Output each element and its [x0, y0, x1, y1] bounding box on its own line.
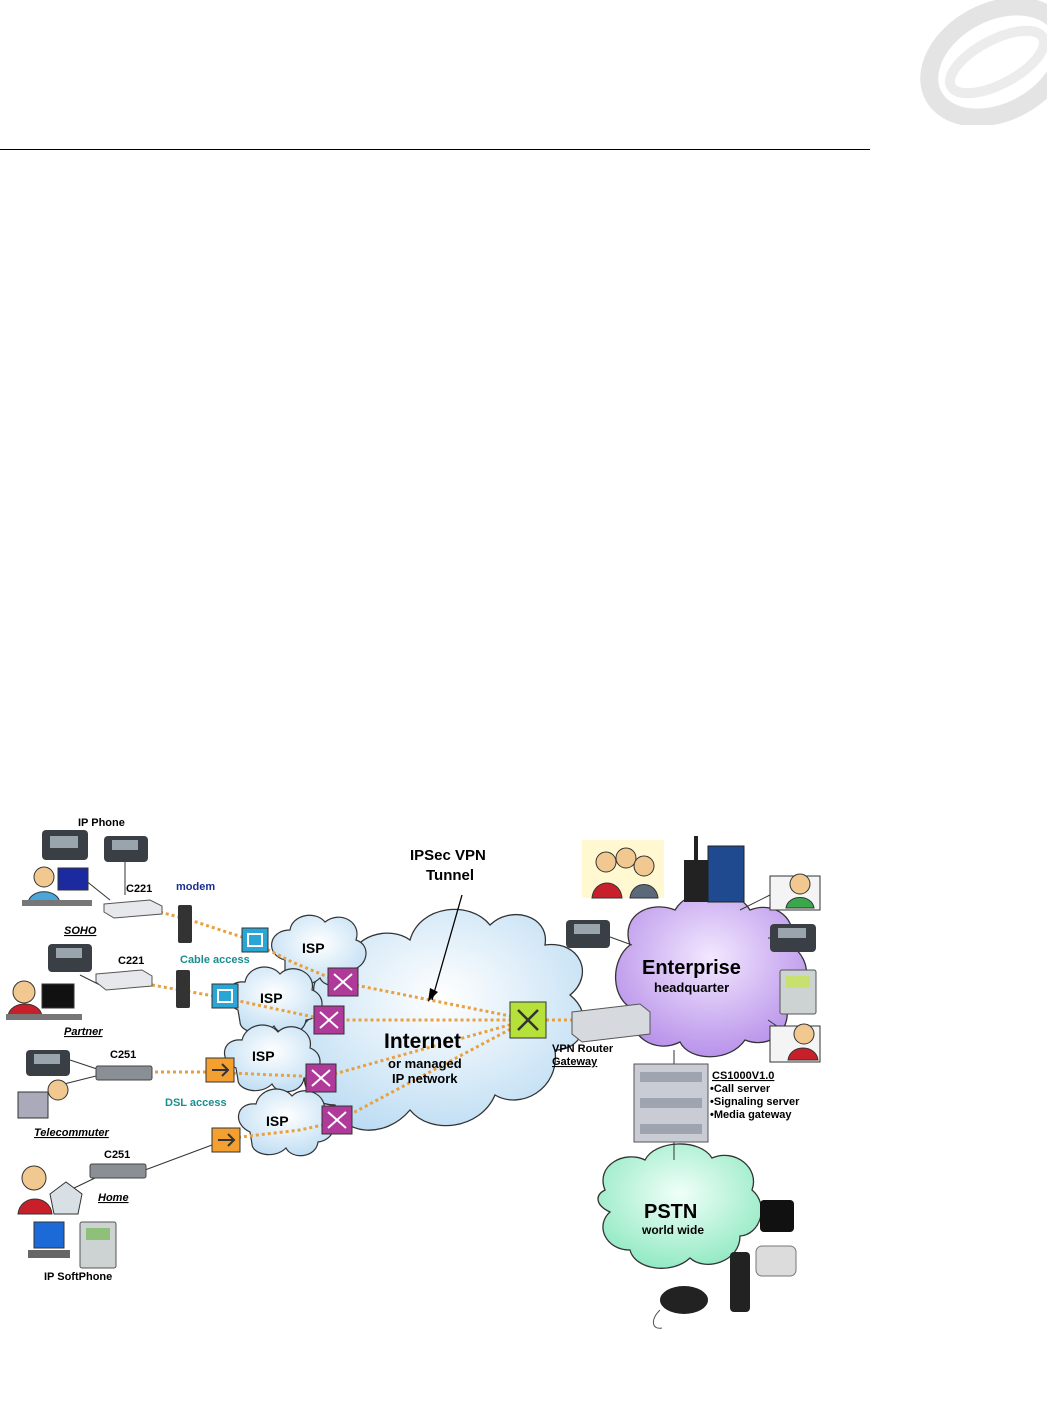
label-isp-4: ISP: [266, 1113, 289, 1129]
modem-icon: [176, 970, 190, 1008]
ip-phone-icon: [26, 1050, 70, 1076]
dsl-access-icon: [205, 1057, 235, 1083]
label-vpn-router-1: VPN Router: [552, 1043, 614, 1055]
label-enterprise-sub: headquarter: [654, 980, 729, 995]
label-soho: SOHO: [64, 925, 97, 937]
ip-phone-icon: [104, 836, 148, 862]
ip-phone-icon: [42, 830, 88, 860]
globe-logo-icon: [920, 0, 1047, 125]
label-cs1000: CS1000V1.0: [712, 1070, 774, 1082]
label-enterprise: Enterprise: [642, 957, 741, 979]
label-cable-access: Cable access: [180, 954, 250, 966]
label-home: Home: [98, 1192, 129, 1204]
isp-cloud-3: [224, 1024, 321, 1093]
cs1000-server-icon: [633, 1063, 709, 1143]
agent-headset-icon: [769, 1023, 821, 1063]
cordless-phone-icon: [730, 1252, 750, 1312]
network-diagram: IP Phone C221 modem SOHO Cable access C2…: [6, 817, 821, 1329]
label-c251-low: C251: [104, 1149, 130, 1161]
user-with-pc-icon: [6, 980, 82, 1020]
user-with-pc-icon: [17, 1079, 69, 1119]
label-telecommuter: Telecommuter: [34, 1127, 110, 1139]
softphone-device-icon: [779, 969, 817, 1015]
desk-phone-icon: [755, 1245, 797, 1277]
label-call-server: •Call server: [710, 1083, 771, 1095]
c221-router-icon: [103, 899, 163, 919]
ip-phone-icon: [770, 924, 816, 952]
c251-router-icon: [89, 1163, 147, 1179]
label-c251-mid: C251: [110, 1049, 136, 1061]
label-vpn-router-2: Gateway: [552, 1056, 598, 1068]
isp-router-icon: [327, 967, 359, 997]
home-user-icon: [17, 1165, 83, 1215]
isp-router-icon: [305, 1063, 337, 1093]
label-ip-softphone: IP SoftPhone: [44, 1271, 112, 1283]
softphone-pc-icon: [28, 1221, 117, 1269]
desk-phone-icon: [760, 1200, 794, 1232]
tunnel-arrow: [428, 894, 463, 1002]
building-icon: [684, 836, 745, 903]
label-partner: Partner: [64, 1026, 103, 1038]
label-internet-sub1: or managed: [388, 1056, 462, 1071]
label-pstn: PSTN: [644, 1201, 697, 1223]
ip-phone-icon: [566, 920, 610, 948]
label-media-gateway: •Media gateway: [710, 1109, 792, 1121]
modem-icon: [178, 905, 192, 943]
label-isp-1: ISP: [302, 940, 325, 956]
pstn-cloud: [597, 1143, 762, 1269]
label-ip-phone: IP Phone: [78, 817, 125, 829]
header-rule: [0, 149, 870, 150]
agent-headset-icon: [769, 873, 821, 911]
label-tunnel-1: IPSec VPN: [410, 847, 486, 864]
c221-router-icon: [95, 969, 153, 991]
c251-router-icon: [95, 1065, 153, 1081]
dsl-access-icon: [211, 1127, 241, 1153]
label-isp-2: ISP: [260, 990, 283, 1006]
cable-access-icon: [241, 927, 269, 953]
rotary-phone-icon: [653, 1286, 708, 1329]
vpn-router-gateway-icon: [571, 1003, 651, 1043]
label-isp-3: ISP: [252, 1048, 275, 1064]
label-pstn-sub: world wide: [641, 1223, 704, 1237]
enterprise-people-icon: [582, 840, 664, 899]
user-with-pc-icon: [22, 866, 92, 906]
isp-router-icon: [313, 1005, 345, 1035]
vpn-switch-icon: [509, 1001, 547, 1039]
label-dsl-access: DSL access: [165, 1097, 227, 1109]
label-signaling-server: •Signaling server: [710, 1096, 800, 1108]
ip-phone-icon: [48, 944, 92, 972]
label-internet-sub2: IP network: [392, 1071, 458, 1086]
isp-cloud-2: [226, 966, 323, 1035]
label-c221-top: C221: [126, 883, 152, 895]
label-internet: Internet: [384, 1030, 461, 1053]
label-modem: modem: [176, 881, 215, 893]
cable-access-icon: [211, 983, 239, 1009]
label-tunnel-2: Tunnel: [426, 867, 474, 884]
isp-router-icon: [321, 1105, 353, 1135]
label-c221-mid: C221: [118, 955, 144, 967]
